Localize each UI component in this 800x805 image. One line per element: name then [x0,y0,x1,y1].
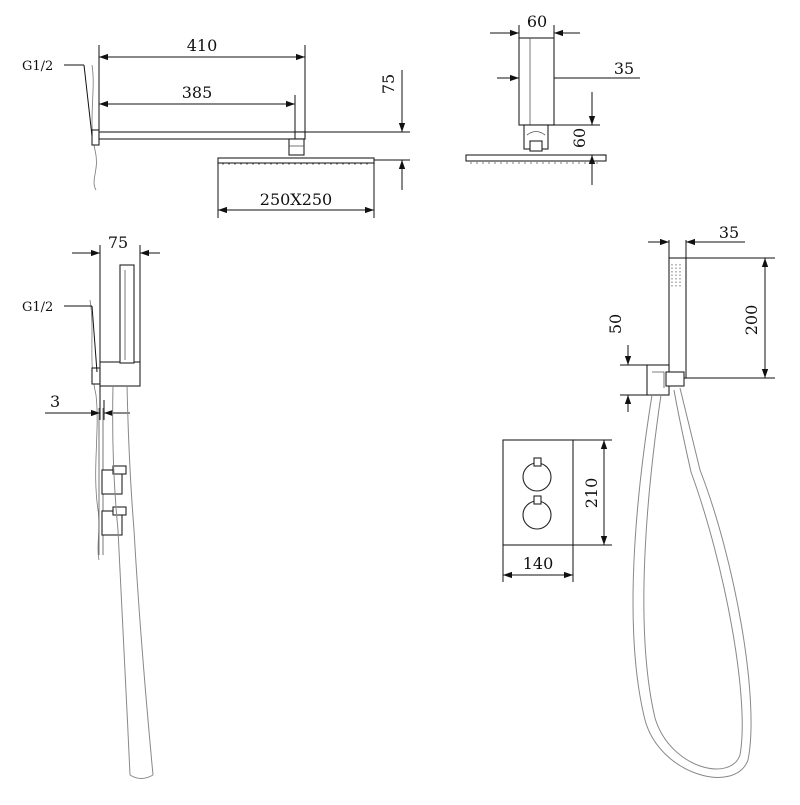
side-width-label: 60 [527,12,547,31]
head-size-label: 250X250 [260,190,332,209]
side-height-label: 60 [570,128,589,148]
wall-gap-label: 3 [50,392,60,411]
arm-reach-label: 385 [182,83,213,102]
hand-shower-view: 35 200 50 [606,223,775,778]
arm-length-label: 410 [187,36,218,55]
holder-depth-label: 75 [108,233,128,252]
thermostat-plate-view: 210 140 [502,439,612,582]
outlet-height-label: 50 [606,314,625,334]
plate-width-label: 140 [523,554,554,573]
arm-drop-label: 75 [379,74,398,94]
hand-width-label: 35 [719,223,739,242]
side-thickness-label: 35 [614,59,634,78]
thread-top-label: G1/2 [22,59,53,74]
shower-side-view: 60 35 60 [465,12,640,185]
shower-arm-view: 410 385 250X250 75 G1/2 [22,36,410,218]
thread-side-label: G1/2 [22,300,53,315]
holder-side-view: 75 G1/2 3 [22,233,160,779]
hand-height-label: 200 [742,305,761,336]
plate-height-label: 210 [582,478,601,509]
